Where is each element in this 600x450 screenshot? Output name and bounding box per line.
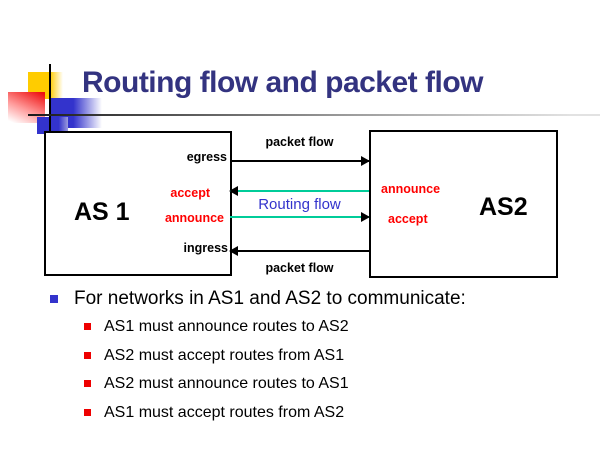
as1-accept-label: accept — [170, 186, 210, 200]
as1-label: AS 1 — [74, 198, 130, 226]
as1-announce-label: announce — [164, 211, 224, 225]
as1-box — [44, 131, 232, 276]
arrow-line — [230, 160, 369, 162]
sub-bullet-icon — [84, 380, 91, 387]
sub-bullet-icon — [84, 409, 91, 416]
as2-announce-label: announce — [381, 182, 441, 196]
as2-label: AS2 — [479, 193, 528, 221]
list-item: AS1 must accept routes from AS2 — [104, 404, 345, 421]
decoration-blue-square-lower — [37, 117, 68, 134]
as2-accept-label: accept — [388, 212, 428, 226]
as2-box — [369, 130, 558, 278]
slide-title: Routing flow and packet flow — [82, 66, 484, 99]
arrow-head-left-icon — [229, 246, 238, 256]
routing-flow-label: Routing flow — [258, 196, 341, 213]
decoration-vertical-line — [49, 64, 51, 153]
main-bullet-text: For networks in AS1 and AS2 to communica… — [74, 288, 466, 309]
list-item: AS2 must announce routes to AS1 — [104, 375, 349, 392]
sub-bullet-icon — [84, 323, 91, 330]
arrow-head-left-icon — [229, 186, 238, 196]
title-underline — [28, 114, 600, 116]
main-bullet-icon — [50, 295, 58, 303]
packet-flow-bottom-label: packet flow — [265, 261, 334, 275]
arrow-line — [230, 190, 369, 192]
packet-flow-arrow-left — [229, 246, 369, 256]
routing-flow-arrow-left — [229, 186, 369, 196]
ingress-label: ingress — [183, 241, 228, 255]
sub-bullet-icon — [84, 352, 91, 359]
list-item: AS1 must announce routes to AS2 — [104, 318, 349, 335]
packet-flow-top-label: packet flow — [265, 135, 334, 149]
egress-label: egress — [186, 150, 227, 164]
arrow-line — [230, 250, 369, 252]
arrow-head-right-icon — [361, 156, 370, 166]
packet-flow-arrow-right — [230, 156, 370, 166]
routing-flow-arrow-right — [230, 212, 370, 222]
list-item: AS2 must accept routes from AS1 — [104, 347, 345, 364]
arrow-line — [230, 216, 369, 218]
arrow-head-right-icon — [361, 212, 370, 222]
